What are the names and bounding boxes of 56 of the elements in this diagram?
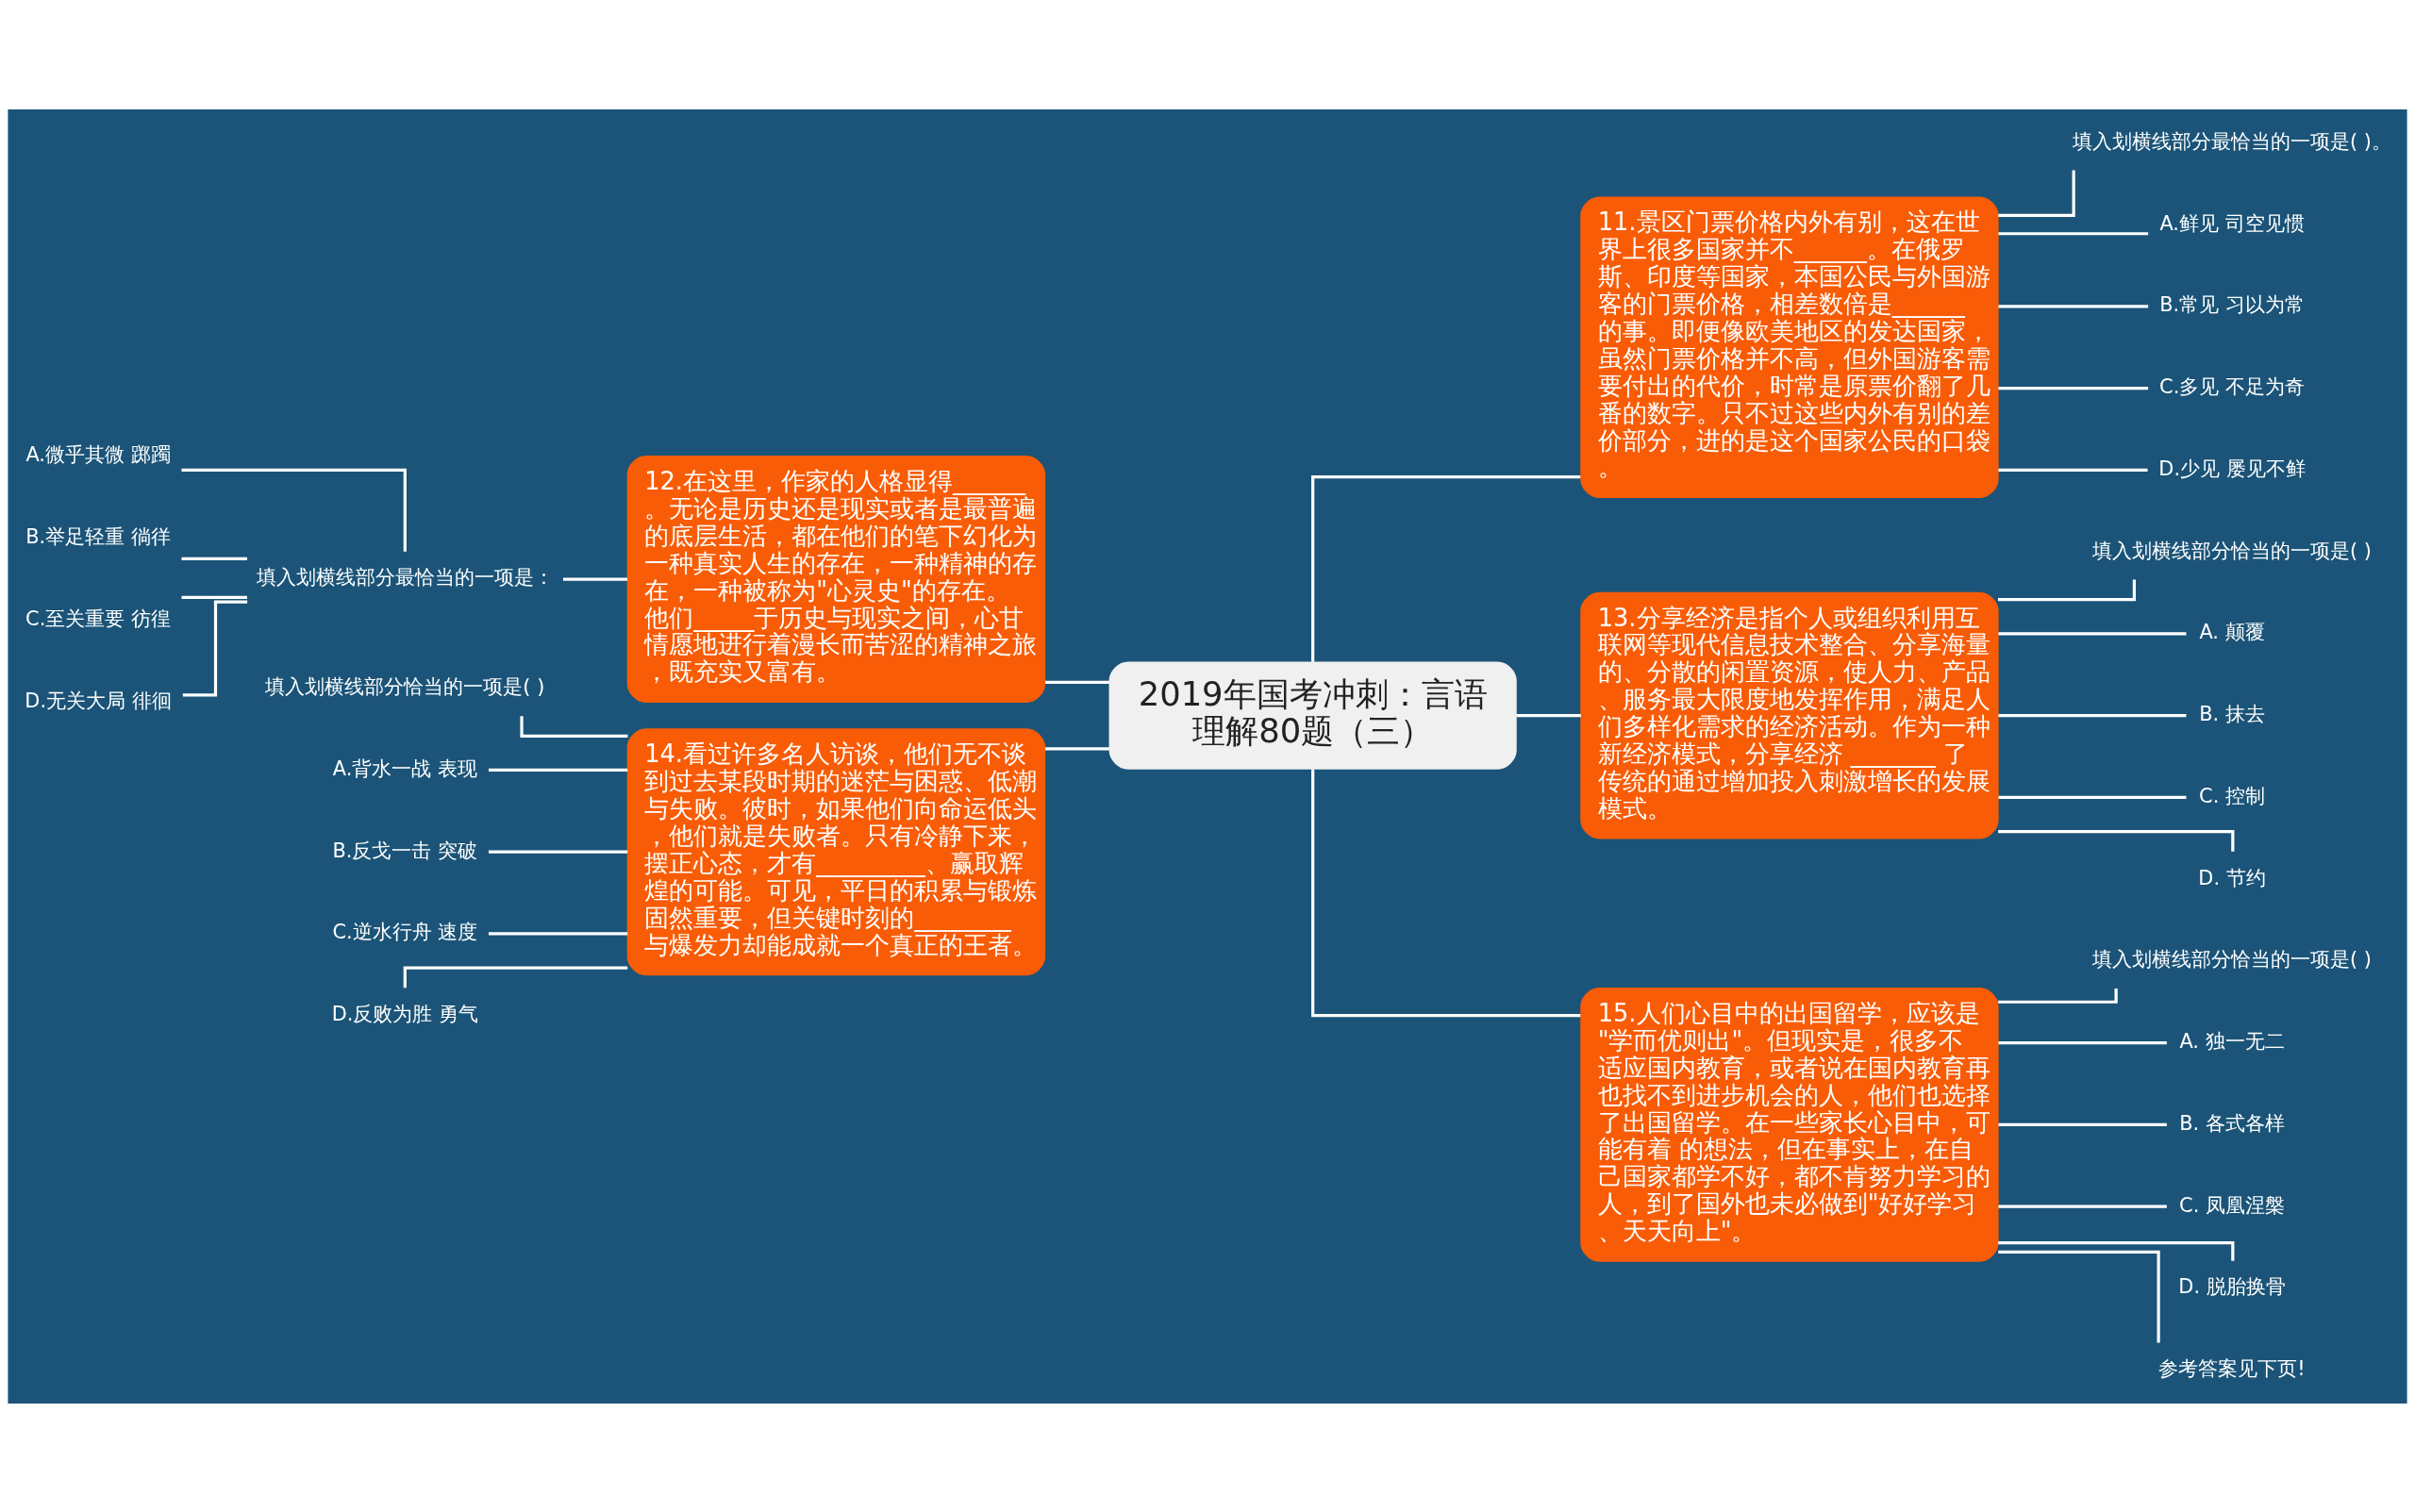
connector bbox=[1998, 1205, 2167, 1208]
node-text: B. 抹去 bbox=[2199, 702, 2265, 725]
node-text: D.无关大局 徘徊 bbox=[25, 689, 172, 712]
node-text: B.反戈一击 突破 bbox=[332, 839, 478, 862]
connector bbox=[489, 931, 628, 936]
node-text: 填入划横线部分最恰当的一项是( )。 bbox=[2073, 129, 2391, 153]
connector bbox=[1998, 170, 2075, 217]
node-box: 13.分享经济是指个人或组织利用互联网等现代信息技术整合、分享海量的、分散的闲置资源，使人力、产品、服务最大限度地发挥作用，满足人们多样化需求的经济活动。作为一种新经济模式，分享经济 _______ 了传统的通过增加投入刺激增长的发展模式。 bbox=[1580, 591, 1999, 839]
connector bbox=[181, 468, 407, 552]
node-text: D. 节约 bbox=[2198, 866, 2266, 889]
node-text: 填入划横线部分恰当的一项是( ) bbox=[2092, 947, 2372, 971]
node-box: 15.人们心目中的出国留学，应该是"学而优则出"。但现实是，很多不适应国内教育，或者说在国内教育再也找不到进步机会的人，他们也选择了出国留学。在一些家长心目中，可能有着 的想法，但在事实上，在自己国家都学不好，都不肯努力学习的人，到了国外也未必做到"好好学习、天天向上"。 bbox=[1580, 987, 1999, 1262]
connector bbox=[1998, 231, 2149, 235]
node-text: D.反败为胜 勇气 bbox=[331, 1002, 479, 1025]
connector bbox=[562, 576, 627, 581]
connector bbox=[1998, 1040, 2167, 1044]
connector bbox=[489, 768, 628, 772]
node-text: C. 控制 bbox=[2199, 784, 2265, 807]
node-box: 11.景区门票价格内外有别，这在世界上很多国家并不______。在俄罗斯、印度等国家，本国公民与外国游客的门票价格，相差数倍是______的事。即便像欧美地区的发达国家，虽然门票价格并不高，但外国游客需要付出的代价，时常是原票价翻了几番的数字。只不过这些内外有别的差价部分，进的是这个国家公民的口袋。 bbox=[1580, 195, 1999, 498]
node-text: 填入划横线部分恰当的一项是( ) bbox=[265, 674, 545, 698]
node-box: 12.在这里，作家的人格显得______。无论是历史还是现实或者是最普遍的底层生活，都在他们的笔下幻化为一种真实人生的存在，一种精神的存在，一种被称为"心灵史"的存在。他们_____于历史与现实之间，心甘情愿地进行着漫长而苦涩的精神之旅，既充实又富有。 bbox=[626, 455, 1046, 703]
node-text: 填入划横线部分恰当的一项是( ) bbox=[2092, 539, 2372, 562]
connector bbox=[1311, 474, 1581, 662]
connector bbox=[1998, 631, 2187, 635]
node-text: A.微乎其微 踯躅 bbox=[25, 442, 171, 466]
node-text: C. 凤凰涅槃 bbox=[2179, 1193, 2285, 1217]
connector bbox=[1516, 713, 1581, 717]
node-text: C.多见 不足为奇 bbox=[2159, 374, 2305, 398]
connector bbox=[1045, 746, 1109, 751]
node-box: 14.看过许多名人访谈，他们无不谈到过去某段时期的迷茫与困惑、低潮与失败。彼时，如果他们向命运低头，他们就是失败者。只有冷静下来，摆正心态，才有_________、赢取辉煌的可能。可见，平日的积累与锻炼固然重要，但关键时刻的________与爆发力却能成就一个真正的王者。 bbox=[626, 727, 1046, 975]
connector bbox=[1998, 304, 2149, 307]
connector bbox=[1998, 713, 2187, 717]
node-text: D.少见 屡见不鲜 bbox=[2158, 457, 2306, 480]
connector bbox=[1998, 795, 2187, 799]
node-text: A.鲜见 司空见惯 bbox=[2159, 211, 2305, 235]
connector bbox=[1045, 680, 1109, 684]
connector bbox=[181, 595, 247, 599]
connector bbox=[181, 557, 247, 560]
node-text: B.举足轻重 徜徉 bbox=[25, 524, 171, 548]
connector bbox=[1998, 1122, 2167, 1126]
connector bbox=[1998, 468, 2148, 472]
node-text: 填入划横线部分最恰当的一项是： bbox=[256, 566, 554, 589]
connector bbox=[1998, 1250, 2160, 1343]
connector bbox=[1311, 769, 1581, 1017]
node-text: 参考答案见下页! bbox=[2158, 1356, 2306, 1380]
node-text: D. 脱胎换骨 bbox=[2178, 1274, 2286, 1298]
node-text: A.背水一战 表现 bbox=[332, 756, 477, 780]
node-text: B. 各式各样 bbox=[2179, 1111, 2285, 1135]
node-text: B.常见 习以为常 bbox=[2159, 292, 2305, 316]
node-text: A. 独一无二 bbox=[2179, 1029, 2285, 1053]
connector bbox=[1998, 386, 2149, 390]
node-text: C.至关重要 彷徨 bbox=[25, 606, 171, 630]
connector bbox=[489, 850, 628, 854]
node-text: C.逆水行舟 速度 bbox=[332, 920, 478, 943]
node-text: A. 颠覆 bbox=[2199, 620, 2265, 643]
node-box: 2019年国考冲刺：言语理解80题（三） bbox=[1108, 661, 1517, 770]
